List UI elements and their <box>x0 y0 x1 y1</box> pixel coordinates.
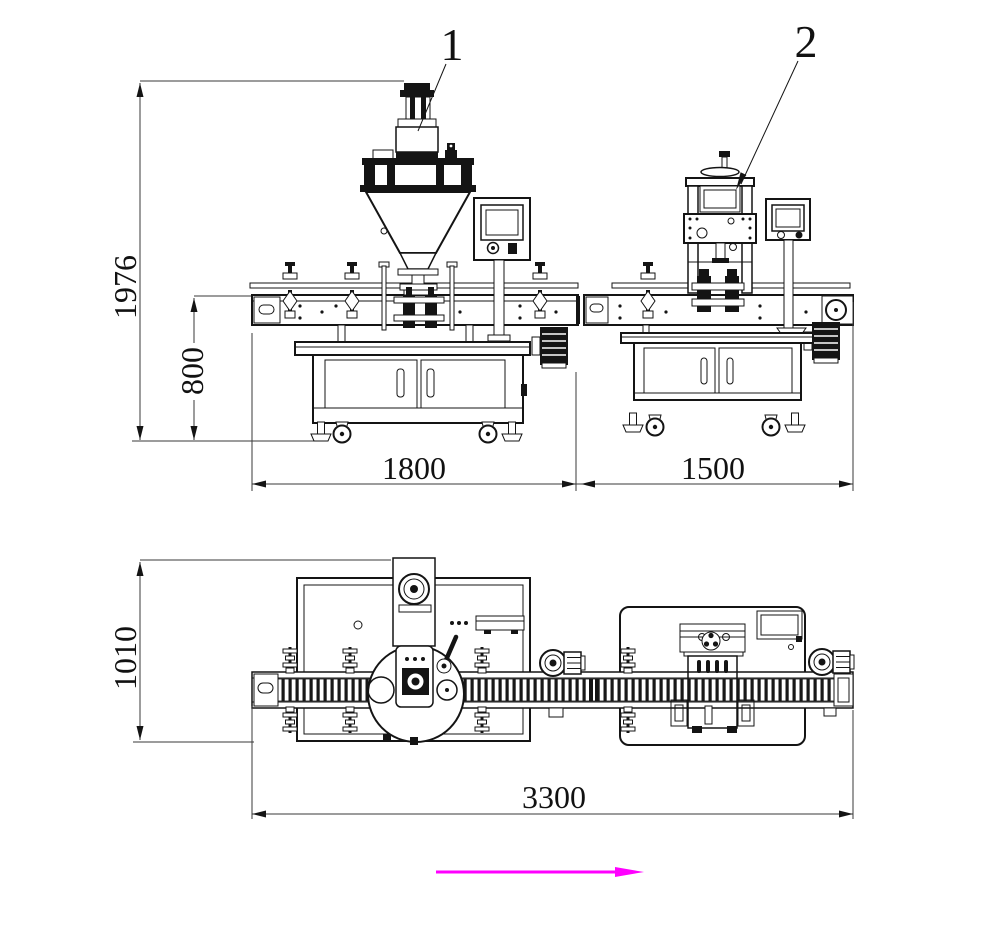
star-wheel-left <box>367 676 395 704</box>
dim-text-800: 800 <box>174 347 210 395</box>
leveling-foot <box>784 412 806 433</box>
cabinet-1 <box>294 341 531 444</box>
hopper-valve <box>445 143 457 160</box>
dim-text-1800: 1800 <box>382 450 446 486</box>
belt1-bolt-holes <box>298 304 558 320</box>
belt2-bolt-holes <box>618 304 808 320</box>
scale-device-plan <box>475 615 525 634</box>
caster-wheel <box>761 414 781 437</box>
leveling-foot <box>501 421 523 442</box>
dimension-machine2-width: 1500 <box>576 302 854 491</box>
filling-station <box>378 261 458 331</box>
front-elevation-view: 1976 800 <box>107 16 854 491</box>
hopper <box>364 191 472 296</box>
caster-wheel <box>645 414 665 437</box>
filler-column-plan <box>392 557 436 647</box>
caster-wheel <box>332 421 352 444</box>
star-wheel-right <box>436 679 458 701</box>
capper-plan <box>670 610 803 733</box>
dim-text-1010: 1010 <box>107 626 143 690</box>
capping-station <box>691 269 745 312</box>
filler-motor-plan <box>398 573 430 605</box>
part-label-1: 1 <box>417 19 464 132</box>
plan-view: 1010 3300 <box>107 557 855 819</box>
lever-plan <box>436 634 459 674</box>
leveling-foot <box>310 421 332 442</box>
filler-machine-front <box>294 83 531 444</box>
dimension-depth: 1010 <box>107 559 391 743</box>
hopper-frame <box>360 158 476 192</box>
cabinet-2 <box>620 332 814 437</box>
dimension-working-height: 800 <box>174 295 254 440</box>
dimension-overall-height: 1976 <box>107 80 404 442</box>
conveyor-motor-2-plan <box>808 648 855 676</box>
dimension-total-length: 3300 <box>251 706 854 819</box>
filler-motor <box>397 83 437 128</box>
caster-wheel <box>478 421 498 444</box>
part-2-number: 2 <box>795 16 818 67</box>
leveling-foot <box>622 412 644 433</box>
dim-text-1976: 1976 <box>107 255 143 319</box>
hmi-panel-2 <box>765 198 811 336</box>
part-1-number: 1 <box>441 19 464 70</box>
capper-machine-front <box>620 151 814 437</box>
flow-direction-arrow <box>436 867 644 877</box>
conveyor-motor-1 <box>531 326 569 369</box>
capper-handwheel <box>700 151 740 178</box>
filler-plan <box>353 557 525 745</box>
dimension-machine1-width: 1800 <box>251 333 577 491</box>
dim-text-3300: 3300 <box>522 779 586 815</box>
hmi-panel-1 <box>473 197 531 342</box>
conveyor-motor-1-plan <box>539 649 586 677</box>
dim-text-1500: 1500 <box>681 450 745 486</box>
capper-head-plate <box>683 213 757 244</box>
capper-body-plan <box>687 655 738 729</box>
part-label-2: 2 <box>736 16 818 190</box>
